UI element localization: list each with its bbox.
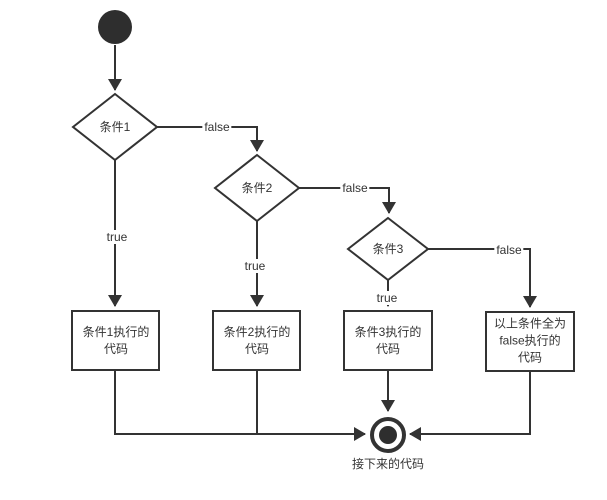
edge-cond3-false xyxy=(428,248,537,308)
end-node-core xyxy=(379,426,397,444)
cond3-false-label: false xyxy=(494,243,524,257)
edge-box4-to-end xyxy=(409,371,531,441)
start-node xyxy=(98,10,132,44)
cond2-false-label: false xyxy=(340,181,370,195)
process-box2 xyxy=(212,310,301,371)
box1-label: 条件1执行的 代码 xyxy=(82,325,150,356)
process-box1 xyxy=(71,310,160,371)
box3-label: 条件3执行的 代码 xyxy=(354,325,422,356)
edge-cond1-false xyxy=(157,126,264,152)
box4-label: 以上条件全为 false执行的 代码 xyxy=(493,316,567,365)
process-box4 xyxy=(485,311,575,372)
cond1-true-label: true xyxy=(104,230,130,244)
cond2-true-label: true xyxy=(242,259,268,273)
end-node-label: 接下来的代码 xyxy=(351,457,425,471)
cond3-label: 条件3 xyxy=(372,242,404,256)
decision-cond2 xyxy=(213,153,301,223)
box2-label: 条件2执行的 代码 xyxy=(223,325,291,356)
edge-box1-to-end xyxy=(114,370,366,441)
cond3-true-label: true xyxy=(374,291,400,305)
decision-cond1 xyxy=(71,92,159,162)
edge-cond2-false xyxy=(299,187,396,214)
cond1-false-label: false xyxy=(202,120,232,134)
cond1-label: 条件1 xyxy=(99,120,131,134)
process-box3 xyxy=(343,310,433,371)
cond2-label: 条件2 xyxy=(241,181,273,195)
decision-cond3 xyxy=(346,216,430,282)
